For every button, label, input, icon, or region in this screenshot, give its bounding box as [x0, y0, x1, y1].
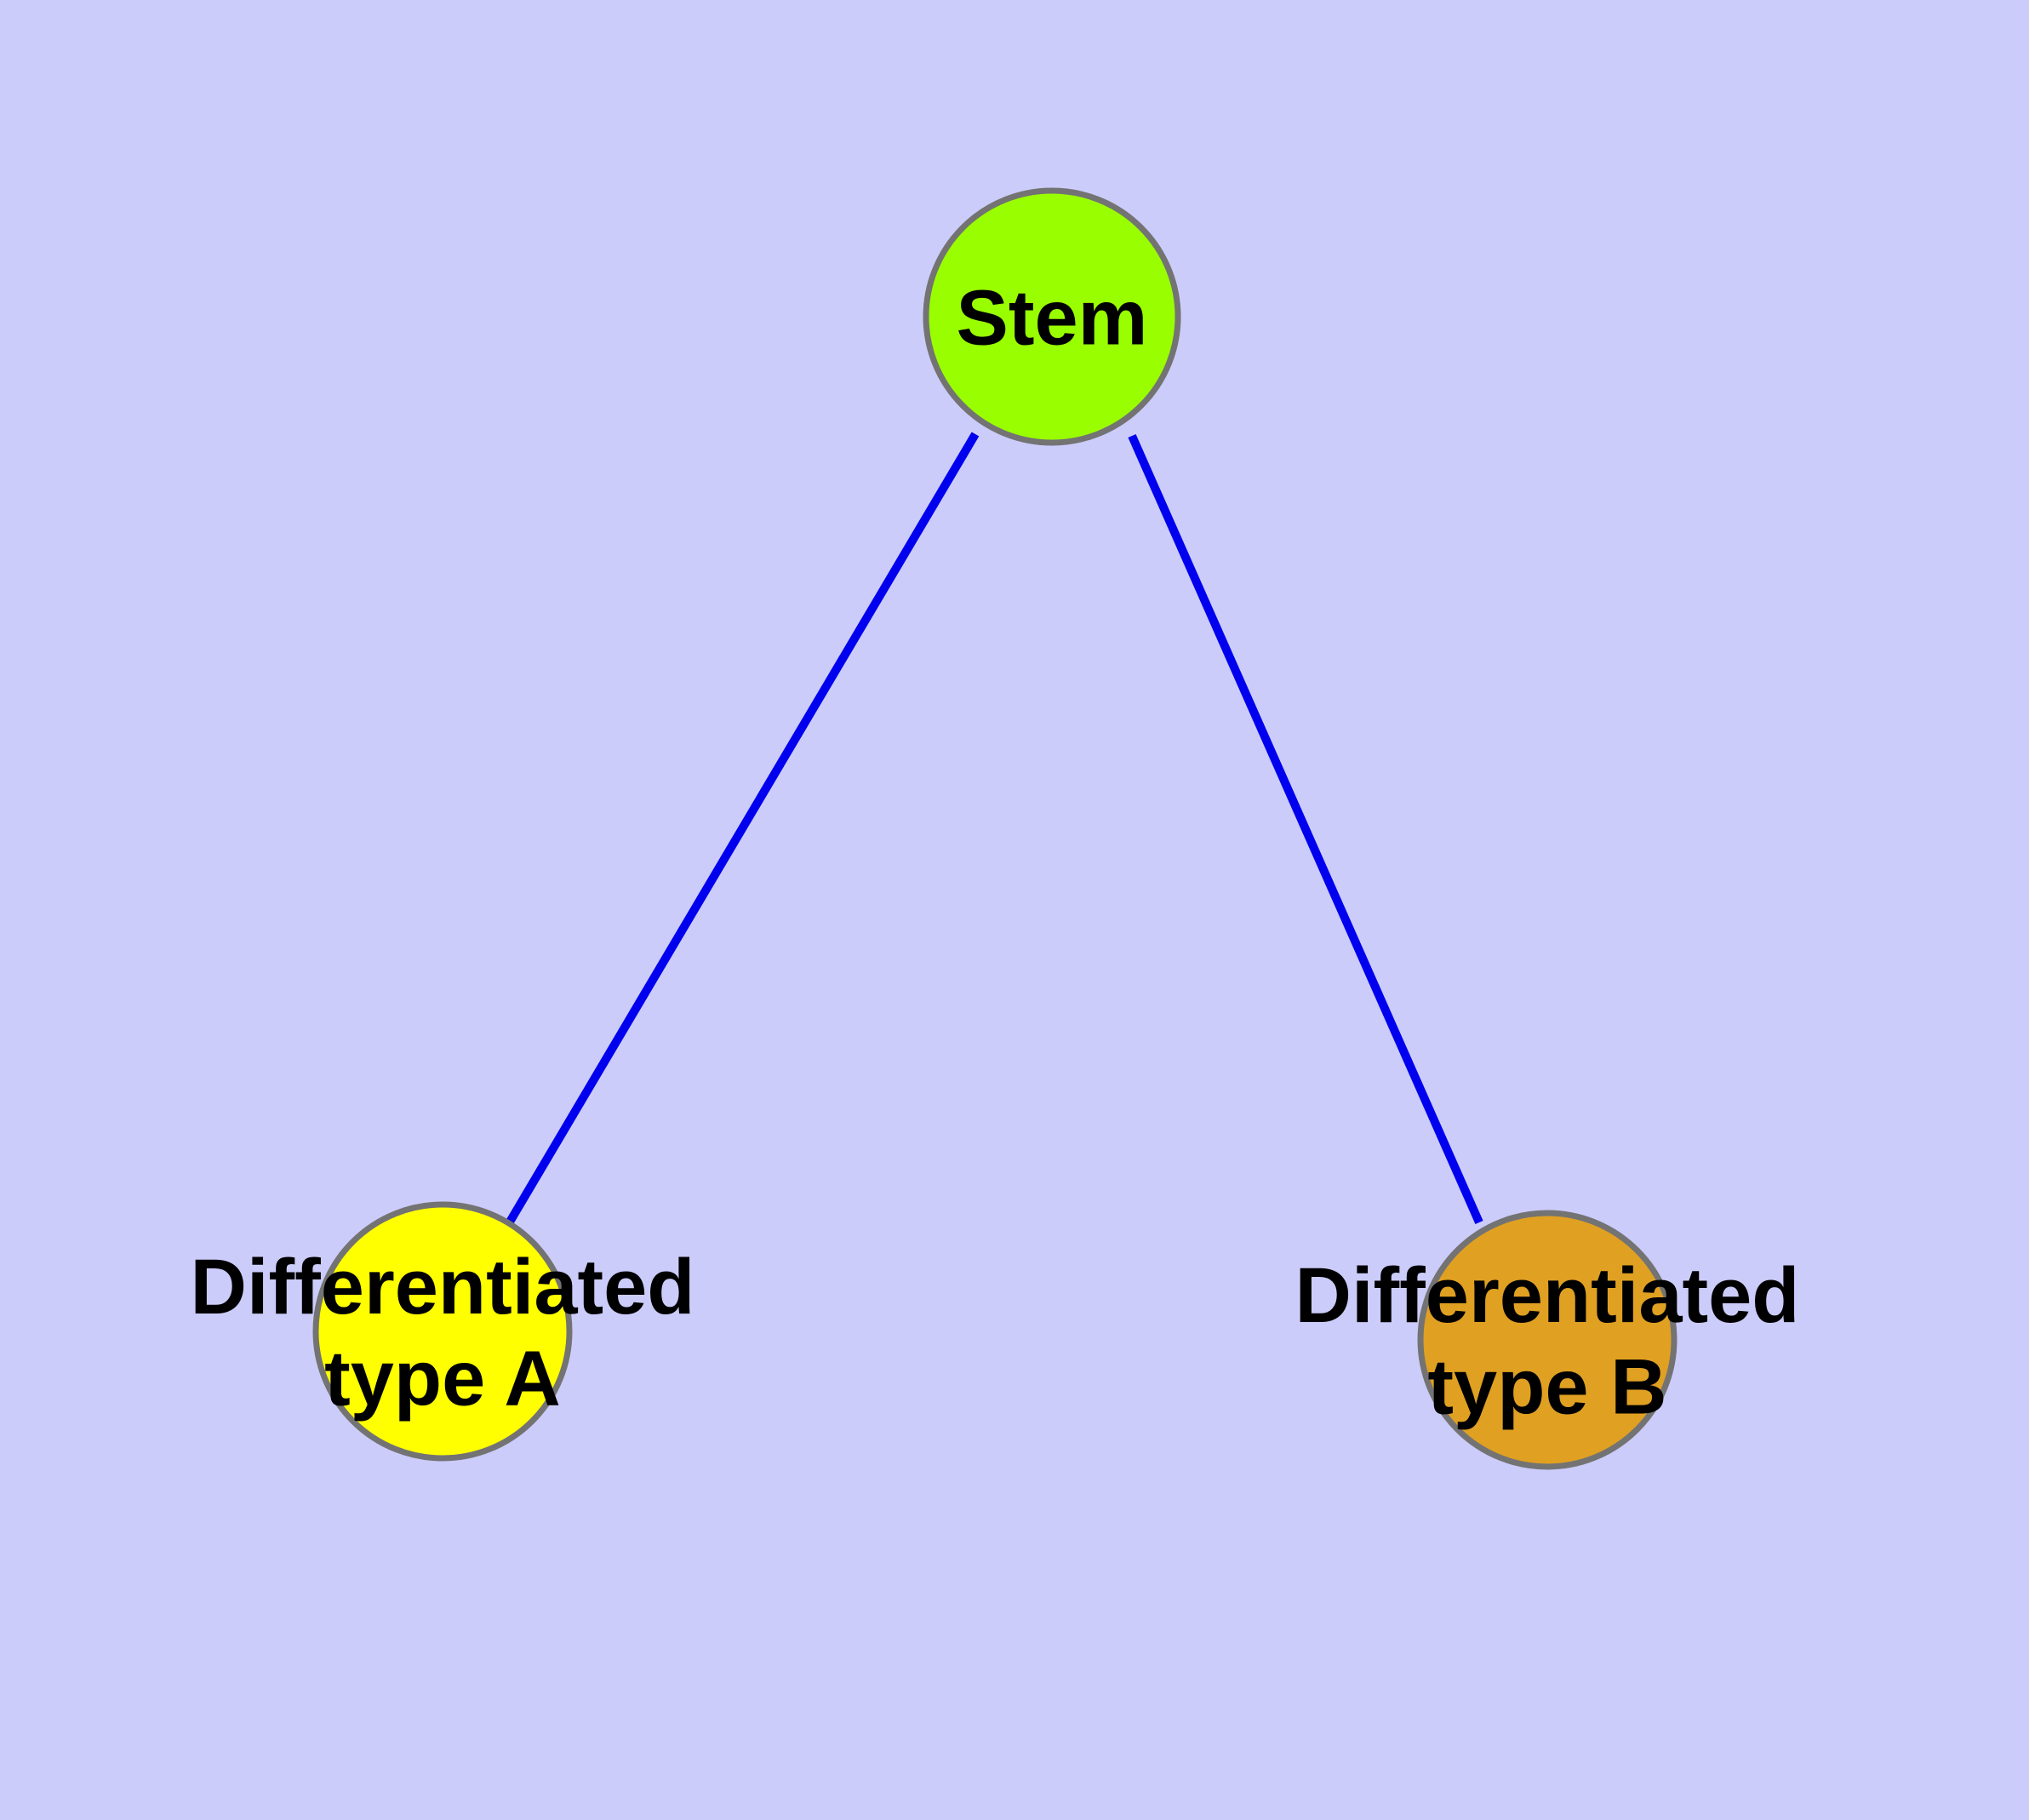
node-label-line: Differentiated	[191, 1244, 695, 1331]
edge-stem-to-diff-a[interactable]	[505, 432, 980, 1226]
node-label-line: Stem	[957, 275, 1148, 362]
node-label-line: Differentiated	[1295, 1252, 1800, 1339]
node-stem[interactable]	[923, 187, 1181, 446]
node-label-line: type A	[324, 1335, 561, 1422]
node-label-stem: Stem	[957, 275, 1148, 362]
edge-stem-to-diff-b[interactable]	[1128, 433, 1483, 1225]
nodes-layer	[312, 187, 1677, 1470]
node-label-line: type B	[1427, 1343, 1666, 1430]
node-diff-a[interactable]	[312, 1201, 573, 1462]
node-diff-b[interactable]	[1417, 1210, 1677, 1470]
edges-layer	[505, 432, 1483, 1226]
